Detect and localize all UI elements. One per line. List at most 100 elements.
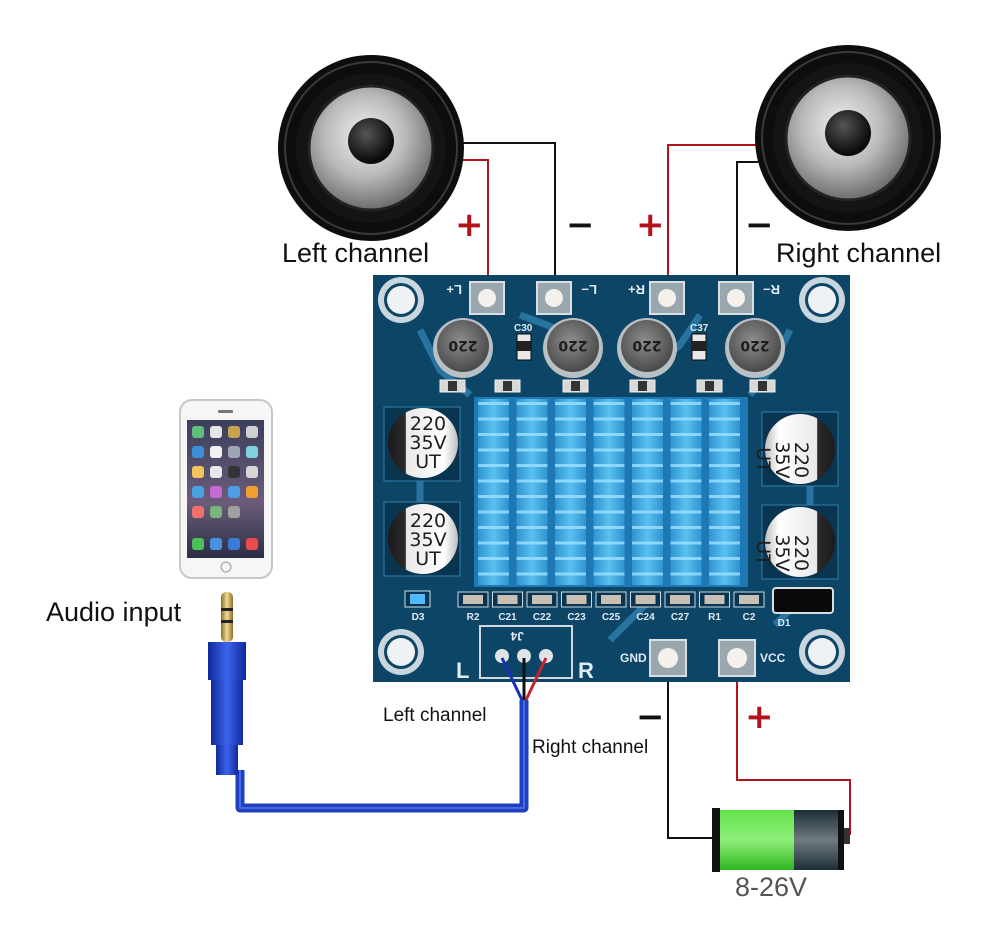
heatsink-rib [555, 433, 586, 436]
app-icon [246, 426, 258, 438]
left-plus-wire [462, 159, 489, 290]
heatsink-rib [709, 464, 740, 467]
heatsink-rib [632, 557, 663, 560]
electrolytic-cap-bl: 220 35V UT [383, 501, 461, 577]
svg-text:UT: UT [415, 451, 441, 473]
label-l-minus: L− [581, 282, 597, 297]
component-label-d1: D1 [778, 618, 791, 629]
power-wires [667, 670, 851, 839]
heatsink-rib [709, 526, 740, 529]
heatsink-rib [478, 510, 509, 514]
heatsink-rib [478, 572, 509, 576]
svg-text:35V: 35V [409, 529, 446, 551]
svg-text:220: 220 [790, 442, 812, 478]
app-icon [192, 426, 204, 438]
heatsink-rib [670, 495, 702, 498]
heatsink-rib [670, 572, 702, 576]
right-speaker-icon [755, 45, 941, 231]
inductor-2: 220 [543, 318, 603, 378]
terminal-l-minus [536, 281, 572, 315]
heatsink-rib [593, 541, 625, 545]
inductor-3: 220 [617, 318, 677, 378]
heatsink-rib [670, 433, 702, 436]
terminal-r-plus [649, 281, 685, 315]
svg-text:220: 220 [790, 535, 812, 571]
heatsink-rib [709, 572, 740, 576]
heatsink [474, 397, 748, 587]
app-icon [192, 446, 204, 458]
app-icon [228, 426, 240, 438]
heatsink-rib [593, 417, 625, 421]
component-label: C24 [636, 612, 655, 623]
heatsink-rib [516, 479, 548, 483]
heatsink-rib [670, 526, 702, 529]
app-icon [210, 466, 222, 478]
smd-component [635, 595, 656, 604]
heatsink-rib [632, 541, 663, 545]
heatsink-rib [555, 417, 586, 421]
battery-icon [712, 808, 850, 872]
svg-text:220: 220 [740, 337, 769, 353]
capacitor-c37-body [692, 341, 706, 351]
heatsink-rib [593, 557, 625, 560]
heatsink-rib [632, 402, 663, 405]
heatsink-rib [709, 557, 740, 560]
component-label: C21 [498, 612, 517, 623]
component-label: C23 [567, 612, 586, 623]
svg-text:35V: 35V [409, 432, 446, 454]
heatsink-rib [593, 464, 625, 467]
app-icon [192, 486, 204, 498]
heatsink-rib [632, 495, 663, 498]
app-icon [228, 446, 240, 458]
input-left-channel-label: Left channel [383, 705, 487, 726]
smd-row-top [439, 379, 776, 393]
heatsink-rib [709, 479, 740, 483]
app-icon [210, 506, 222, 518]
heatsink-rib [555, 557, 586, 560]
component-label: C22 [533, 612, 552, 623]
label-c30: C30 [514, 323, 533, 334]
heatsink-rib [516, 464, 548, 467]
heatsink-rib [555, 541, 586, 545]
heatsink-fin [593, 399, 625, 585]
app-icon [192, 466, 204, 478]
electrolytic-cap-tl: 220 35V UT [383, 406, 461, 482]
heatsink-rib [709, 402, 740, 405]
svg-text:35V: 35V [771, 534, 793, 571]
heatsink-rib [478, 448, 509, 452]
terminal-r-minus [718, 281, 754, 315]
battery-voltage-label: 8-26V [735, 872, 808, 902]
label-gnd: GND [620, 651, 647, 665]
component-label: C2 [743, 612, 756, 623]
component-label: C25 [602, 612, 621, 623]
app-icon [192, 506, 204, 518]
heatsink-rib [516, 448, 548, 452]
heatsink-rib [593, 572, 625, 576]
input-wires [500, 657, 548, 701]
heatsink-rib [709, 448, 740, 452]
smd-component [704, 595, 725, 604]
heatsink-rib [632, 448, 663, 452]
label-input-r: R [578, 658, 594, 683]
app-icon [246, 446, 258, 458]
svg-text:35V: 35V [771, 441, 793, 478]
heatsink-rib [632, 526, 663, 529]
heatsink-rib [555, 402, 586, 405]
heatsink-rib [709, 495, 740, 498]
app-icon [246, 466, 258, 478]
heatsink-rib [593, 479, 625, 483]
vcc-wire [736, 670, 851, 835]
audio-cable [235, 700, 529, 813]
heatsink-rib [478, 433, 509, 436]
heatsink-rib [478, 557, 509, 560]
dock-icon [210, 538, 222, 550]
amplifier-board: L+ L− R+ R− 220 220 220 220 C30 C37 [373, 275, 850, 683]
heatsink-rib [632, 417, 663, 421]
heatsink-rib [670, 417, 702, 421]
heatsink-rib [670, 448, 702, 452]
heatsink-rib [478, 526, 509, 529]
svg-text:220: 220 [632, 337, 661, 353]
